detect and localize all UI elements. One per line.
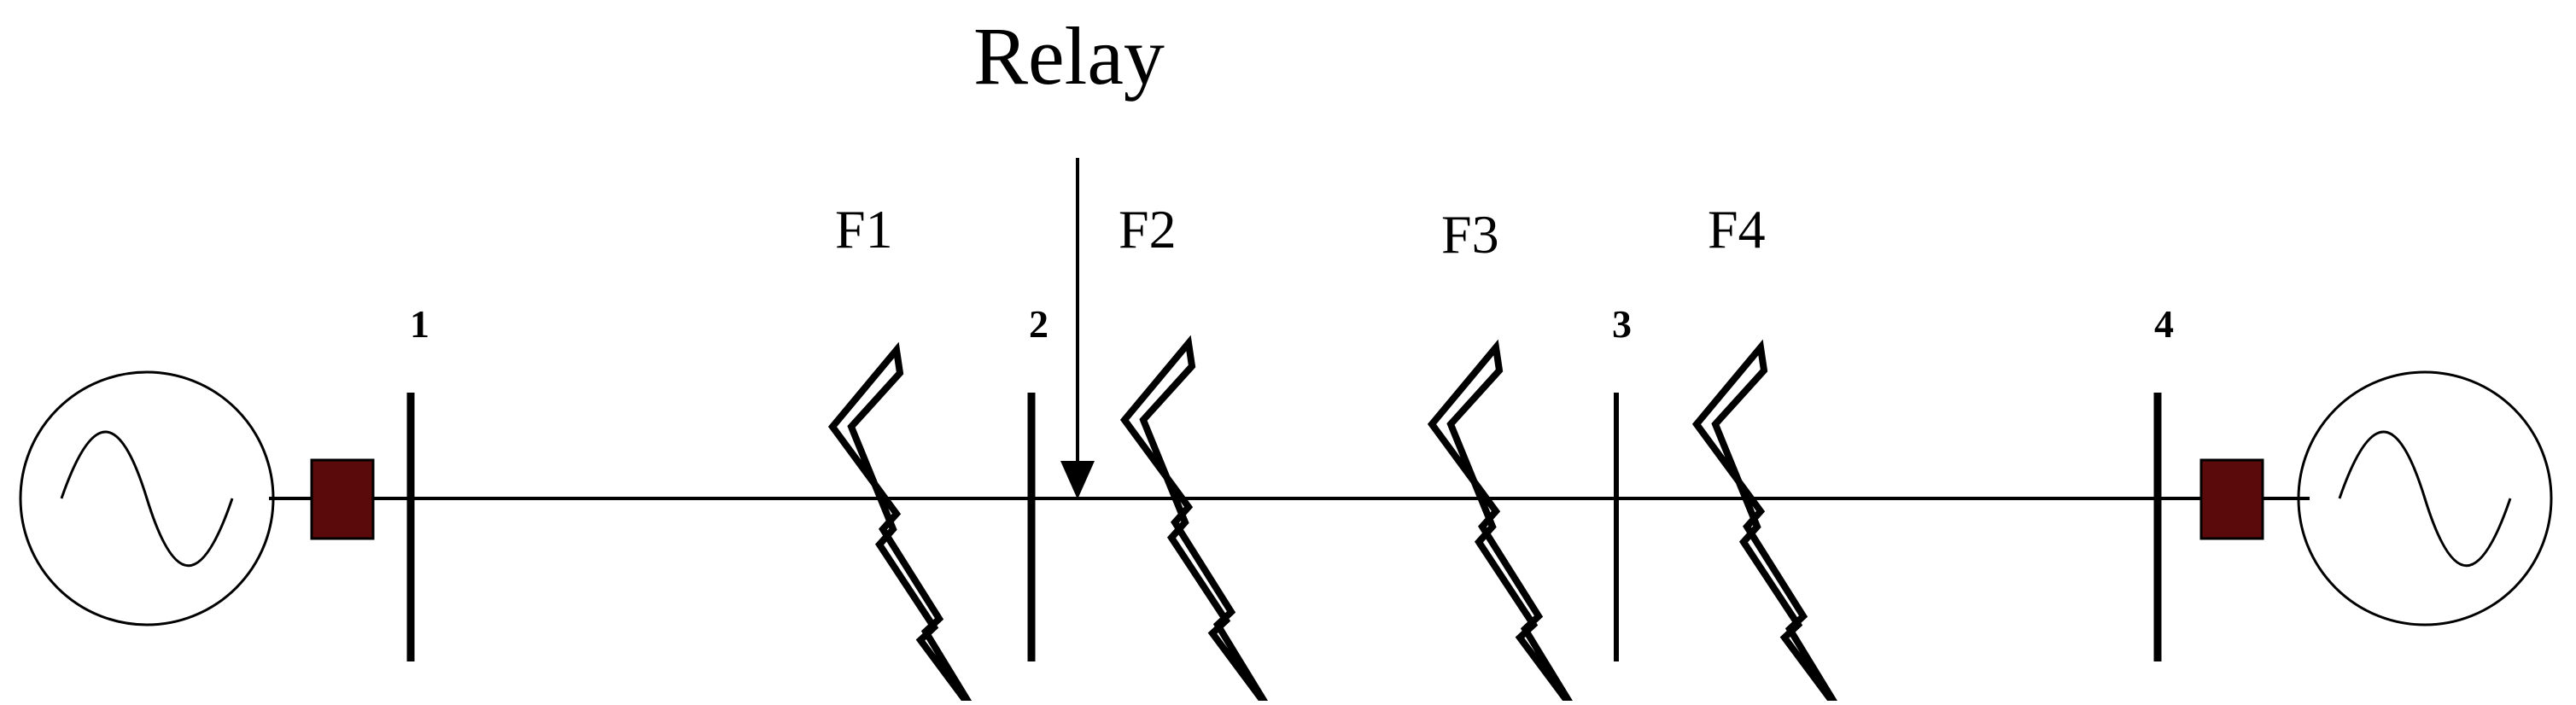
bus-2-label: 2 (1029, 302, 1049, 346)
fault-f2-icon (1124, 343, 1270, 701)
bus-1-label: 1 (410, 302, 429, 346)
breaker-left-icon (310, 458, 375, 540)
breaker-right-icon (2199, 458, 2264, 540)
relay-arrow-icon (1060, 158, 1095, 499)
fault-f1-label: F1 (835, 199, 893, 259)
generator-right-icon (2263, 370, 2553, 626)
bus-3-label: 3 (1612, 302, 1632, 346)
fault-f4-label: F4 (1708, 199, 1766, 259)
relay-label: Relay (973, 10, 1165, 102)
fault-f4-icon (1697, 347, 1842, 701)
fault-f3-label: F3 (1441, 204, 1499, 265)
generator-left-icon (19, 370, 312, 626)
fault-f1-icon (832, 350, 978, 701)
fault-f3-icon (1432, 347, 1577, 701)
bus-4-label: 4 (2154, 302, 2174, 346)
fault-f2-label: F2 (1119, 199, 1177, 259)
